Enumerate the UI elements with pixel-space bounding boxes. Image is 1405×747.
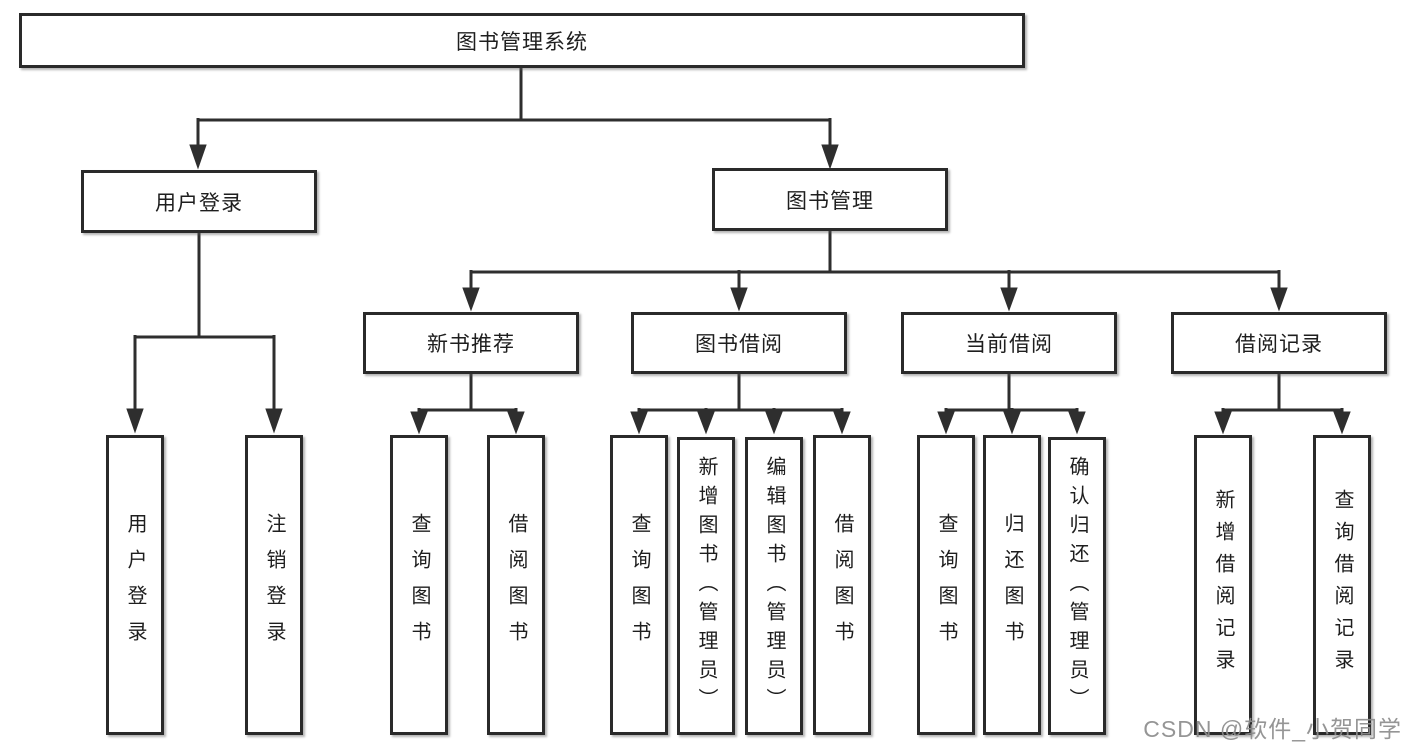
arrow-down-icon: [821, 144, 839, 170]
node-user-login-branch-label: 用户登录: [155, 191, 243, 215]
node-logout-leaf-label: 注销登录: [263, 513, 285, 657]
node-borrow-books-borrowing: 借阅图书: [813, 435, 871, 735]
node-current-borrowing: 当前借阅: [901, 312, 1117, 374]
node-confirm-return-admin: 确认归还（管理员）: [1048, 437, 1106, 735]
arrow-down-icon: [126, 408, 144, 434]
watermark-text: CSDN @软件_小贺同学: [1143, 716, 1402, 742]
node-return-book: 归还图书: [983, 435, 1041, 735]
arrow-down-icon: [462, 287, 480, 312]
node-add-book-admin: 新增图书（管理员）: [677, 437, 735, 735]
node-book-borrowing-label: 图书借阅: [695, 333, 783, 356]
node-edit-book-admin-label: 编辑图书（管理员）: [763, 455, 785, 717]
connector-root-to-level1: [189, 67, 839, 170]
node-query-books-recommend-label: 查询图书: [408, 513, 430, 657]
arrow-down-icon: [937, 411, 955, 435]
arrow-down-icon: [697, 411, 715, 435]
node-current-borrowing-label: 当前借阅: [965, 333, 1053, 356]
node-user-login-branch: 用户登录: [81, 170, 317, 233]
node-query-books-current-label: 查询图书: [935, 513, 957, 657]
node-query-books-recommend: 查询图书: [390, 435, 448, 735]
arrow-down-icon: [630, 411, 648, 435]
node-query-books-borrowing-label: 查询图书: [628, 513, 650, 657]
node-new-book-recommendation-label: 新书推荐: [427, 333, 515, 356]
connector-user-login-children: [126, 233, 283, 434]
arrow-down-icon: [265, 408, 283, 434]
node-query-borrow-record: 查询借阅记录: [1313, 435, 1371, 735]
node-add-borrow-record: 新增借阅记录: [1194, 435, 1252, 735]
node-confirm-return-admin-label: 确认归还（管理员）: [1066, 455, 1088, 717]
node-borrow-books-recommend: 借阅图书: [487, 435, 545, 735]
node-query-books-current: 查询图书: [917, 435, 975, 735]
node-edit-book-admin: 编辑图书（管理员）: [745, 437, 803, 735]
node-query-borrow-record-label: 查询借阅记录: [1331, 489, 1353, 681]
node-book-management-branch: 图书管理: [712, 168, 948, 231]
connector-book-borrowing-children: [630, 374, 851, 435]
node-logout-leaf: 注销登录: [245, 435, 303, 735]
node-return-book-label: 归还图书: [1001, 513, 1023, 657]
arrow-down-icon: [1003, 411, 1021, 435]
node-borrow-books-recommend-label: 借阅图书: [505, 513, 527, 657]
node-add-borrow-record-label: 新增借阅记录: [1212, 489, 1234, 681]
node-library-system: 图书管理系统: [19, 13, 1025, 68]
node-book-borrowing: 图书借阅: [631, 312, 847, 374]
arrow-down-icon: [833, 411, 851, 435]
node-borrowing-records-label: 借阅记录: [1235, 333, 1323, 356]
node-user-login-leaf-label: 用户登录: [124, 513, 146, 657]
arrow-down-icon: [410, 411, 428, 435]
arrow-down-icon: [765, 411, 783, 435]
connector-new-book-children: [410, 374, 525, 435]
arrow-down-icon: [507, 411, 525, 435]
node-user-login-leaf: 用户登录: [106, 435, 164, 735]
arrow-down-icon: [730, 287, 748, 312]
node-borrowing-records: 借阅记录: [1171, 312, 1387, 374]
connector-current-borrowing-children: [937, 374, 1086, 435]
node-borrow-books-borrowing-label: 借阅图书: [831, 513, 853, 657]
arrow-down-icon: [1333, 411, 1351, 435]
node-add-book-admin-label: 新增图书（管理员）: [695, 455, 717, 717]
node-new-book-recommendation: 新书推荐: [363, 312, 579, 374]
arrow-down-icon: [1214, 411, 1232, 435]
arrow-down-icon: [1270, 287, 1288, 312]
node-library-system-label: 图书管理系统: [456, 30, 588, 54]
arrow-down-icon: [1000, 287, 1018, 312]
arrow-down-icon: [189, 144, 207, 170]
node-query-books-borrowing: 查询图书: [610, 435, 668, 735]
connector-book-mgmt-to-level2: [462, 231, 1288, 312]
connector-borrow-records-children: [1214, 374, 1351, 435]
node-book-management-branch-label: 图书管理: [786, 189, 874, 213]
arrow-down-icon: [1068, 411, 1086, 435]
